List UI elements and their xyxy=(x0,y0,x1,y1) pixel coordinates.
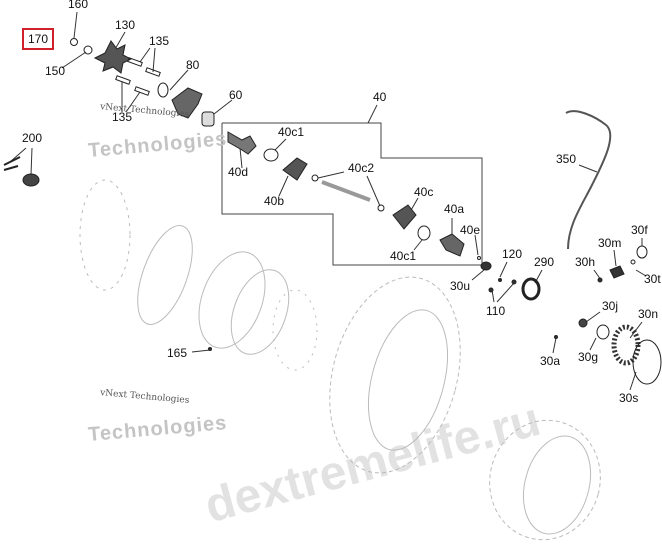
part-label-40c1[interactable]: 40c1 xyxy=(278,125,305,139)
part-label-40c[interactable]: 40c xyxy=(414,185,434,199)
part-label-30f[interactable]: 30f xyxy=(631,223,648,237)
part-label-120[interactable]: 120 xyxy=(502,247,523,261)
part-label-290[interactable]: 290 xyxy=(534,255,555,269)
part-label-40b[interactable]: 40b xyxy=(264,194,285,208)
part-label-40e[interactable]: 40e xyxy=(460,223,481,237)
part-label-30j[interactable]: 30j xyxy=(602,299,619,313)
part-label-40[interactable]: 40 xyxy=(373,90,387,104)
part-label-40c2[interactable]: 40c2 xyxy=(348,161,375,175)
axle-parts xyxy=(227,131,481,260)
part-label-40a[interactable]: 40a xyxy=(444,202,465,216)
part-label-350[interactable]: 350 xyxy=(556,152,577,166)
part-label-135[interactable]: 135 xyxy=(149,34,170,48)
part-label-80[interactable]: 80 xyxy=(186,58,200,72)
part-label-170-highlighted[interactable]: 170 xyxy=(22,28,55,50)
part-label-110[interactable]: 110 xyxy=(486,304,506,318)
part-label-30n[interactable]: 30n xyxy=(638,307,659,321)
part-label-30t[interactable]: 30t xyxy=(644,272,661,286)
part-label-30a[interactable]: 30a xyxy=(540,354,561,368)
part-label-200[interactable]: 200 xyxy=(22,131,43,145)
part-label-30m[interactable]: 30m xyxy=(598,236,622,250)
brake-line-parts xyxy=(208,110,662,385)
part-label-150[interactable]: 150 xyxy=(45,64,66,78)
part-label-135-lower[interactable]: 135 xyxy=(112,110,133,124)
part-label-160[interactable]: 160 xyxy=(68,0,89,11)
part-label-165[interactable]: 165 xyxy=(167,346,188,360)
part-label-40d[interactable]: 40d xyxy=(228,165,249,179)
part-label-30g[interactable]: 30g xyxy=(578,350,599,364)
part-label-130[interactable]: 130 xyxy=(115,18,136,32)
hub-parts xyxy=(3,38,215,187)
part-label-30u[interactable]: 30u xyxy=(450,279,471,293)
wheel-and-tires xyxy=(79,179,601,541)
part-label-30s[interactable]: 30s xyxy=(619,391,639,405)
part-label-40c1-lower[interactable]: 40c1 xyxy=(390,249,417,263)
part-label-30h[interactable]: 30h xyxy=(575,255,596,269)
leader-lines xyxy=(9,11,647,391)
part-label-60[interactable]: 60 xyxy=(229,88,243,102)
